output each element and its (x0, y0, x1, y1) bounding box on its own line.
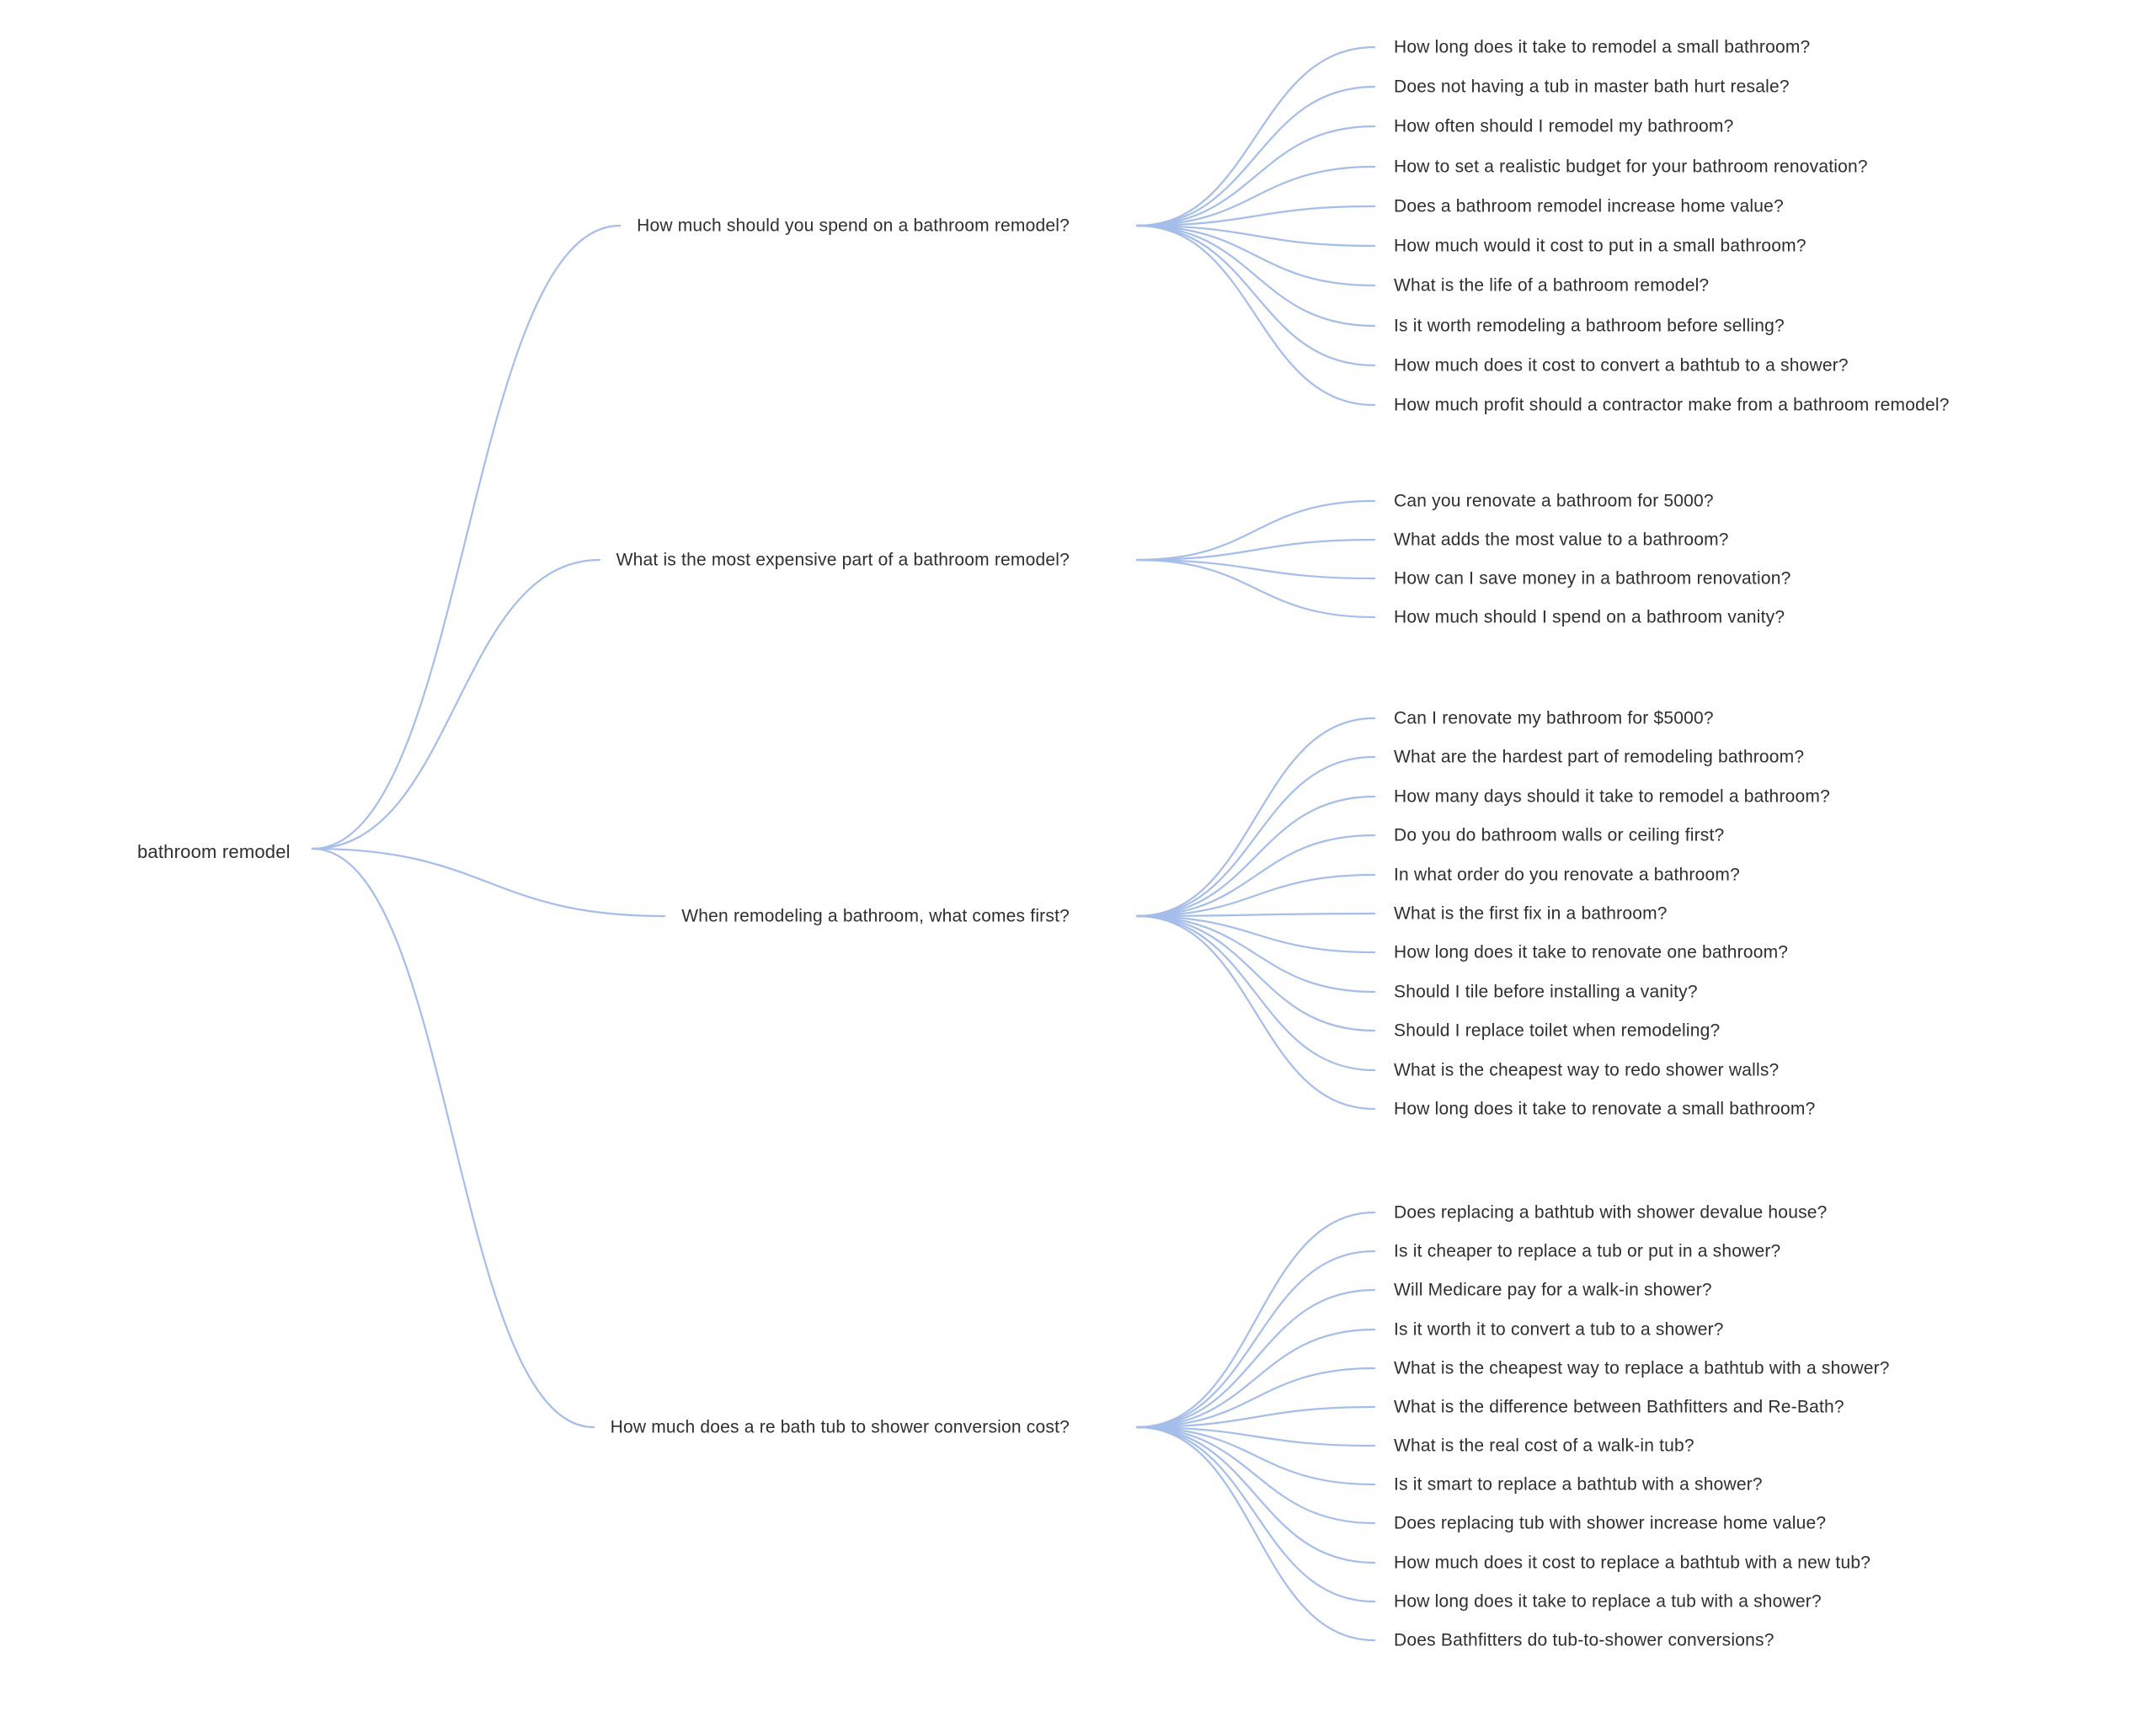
child-node[interactable]: Should I replace toilet when remodeling? (1394, 1021, 1721, 1041)
child-node[interactable]: How many days should it take to remodel … (1394, 786, 1830, 807)
child-node[interactable]: How long does it take to renovate one ba… (1394, 942, 1789, 962)
child-node[interactable]: Is it worth it to convert a tub to a sho… (1394, 1319, 1724, 1340)
branch-node[interactable]: What is the most expensive part of a bat… (616, 550, 1070, 570)
branch-node[interactable]: When remodeling a bathroom, what comes f… (681, 906, 1070, 926)
child-node[interactable]: Does a bathroom remodel increase home va… (1394, 196, 1784, 216)
child-node[interactable]: In what order do you renovate a bathroom… (1394, 865, 1740, 885)
child-node[interactable]: How can I save money in a bathroom renov… (1394, 568, 1791, 589)
child-node[interactable]: How often should I remodel my bathroom? (1394, 116, 1734, 136)
child-node[interactable]: What is the cheapest way to replace a ba… (1394, 1358, 1890, 1378)
branch-node[interactable]: How much does a re bath tub to shower co… (610, 1417, 1070, 1437)
child-node[interactable]: How to set a realistic budget for your b… (1394, 157, 1868, 177)
child-node[interactable]: Can you renovate a bathroom for 5000? (1394, 491, 1714, 511)
root-node[interactable]: bathroom remodel (137, 840, 291, 862)
child-node[interactable]: How much does it cost to convert a batht… (1394, 355, 1849, 376)
child-node[interactable]: What adds the most value to a bathroom? (1394, 530, 1729, 550)
child-node[interactable]: What is the first fix in a bathroom? (1394, 903, 1668, 924)
child-node[interactable]: What is the life of a bathroom remodel? (1394, 275, 1710, 296)
child-node[interactable]: How long does it take to renovate a smal… (1394, 1099, 1816, 1119)
child-node[interactable]: Do you do bathroom walls or ceiling firs… (1394, 825, 1725, 845)
child-node[interactable]: Is it smart to replace a bathtub with a … (1394, 1474, 1763, 1495)
child-node[interactable]: Is it cheaper to replace a tub or put in… (1394, 1241, 1781, 1261)
child-node[interactable]: What are the hardest part of remodeling … (1394, 747, 1805, 767)
child-node[interactable]: How long does it take to replace a tub w… (1394, 1591, 1822, 1612)
child-node[interactable]: What is the cheapest way to redo shower … (1394, 1060, 1780, 1080)
child-node[interactable]: How much should I spend on a bathroom va… (1394, 607, 1785, 627)
child-node[interactable]: Does replacing a bathtub with shower dev… (1394, 1202, 1828, 1223)
child-node[interactable]: What is the difference between Bathfitte… (1394, 1397, 1844, 1417)
child-node[interactable]: Does replacing tub with shower increase … (1394, 1513, 1827, 1533)
child-node[interactable]: Should I tile before installing a vanity… (1394, 982, 1698, 1002)
child-node[interactable]: How much would it cost to put in a small… (1394, 236, 1806, 256)
branch-node[interactable]: How much should you spend on a bathroom … (637, 216, 1070, 236)
child-node[interactable]: How long does it take to remodel a small… (1394, 37, 1811, 57)
child-node[interactable]: Will Medicare pay for a walk-in shower? (1394, 1280, 1712, 1300)
child-node[interactable]: Does not having a tub in master bath hur… (1394, 77, 1790, 97)
child-node[interactable]: Is it worth remodeling a bathroom before… (1394, 316, 1785, 336)
child-node[interactable]: How much profit should a contractor make… (1394, 395, 1950, 415)
child-node[interactable]: What is the real cost of a walk-in tub? (1394, 1436, 1694, 1456)
child-node[interactable]: Can I renovate my bathroom for $5000? (1394, 708, 1714, 728)
child-node[interactable]: How much does it cost to replace a batht… (1394, 1553, 1871, 1573)
child-node[interactable]: Does Bathfitters do tub-to-shower conver… (1394, 1630, 1774, 1650)
